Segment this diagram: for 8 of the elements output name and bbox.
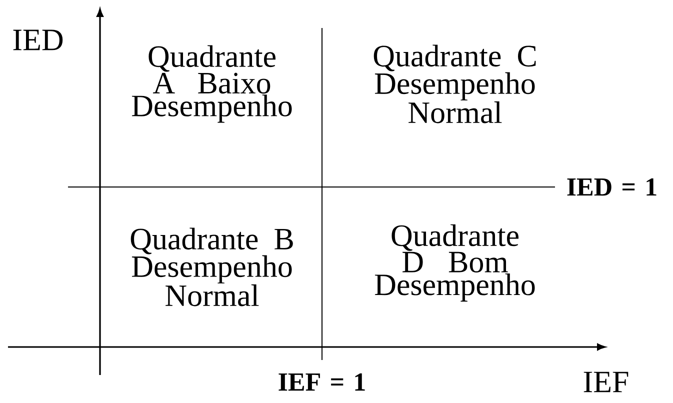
quadrant-label: Quadrante B Desempenho Normal: [130, 228, 293, 306]
threshold-label: IEF = 1: [278, 373, 365, 391]
quadrant-label: Quadrante C Desempenho Normal: [374, 44, 536, 124]
quadrant-label: Quadrante D Bom Desempenho: [374, 224, 535, 302]
axis-label: IEF: [584, 372, 628, 392]
threshold-label: IED = 1: [567, 178, 656, 196]
axis-label: IED: [13, 30, 63, 50]
quadrant-label: Quadrante A Baixo Desempenho: [132, 45, 292, 123]
